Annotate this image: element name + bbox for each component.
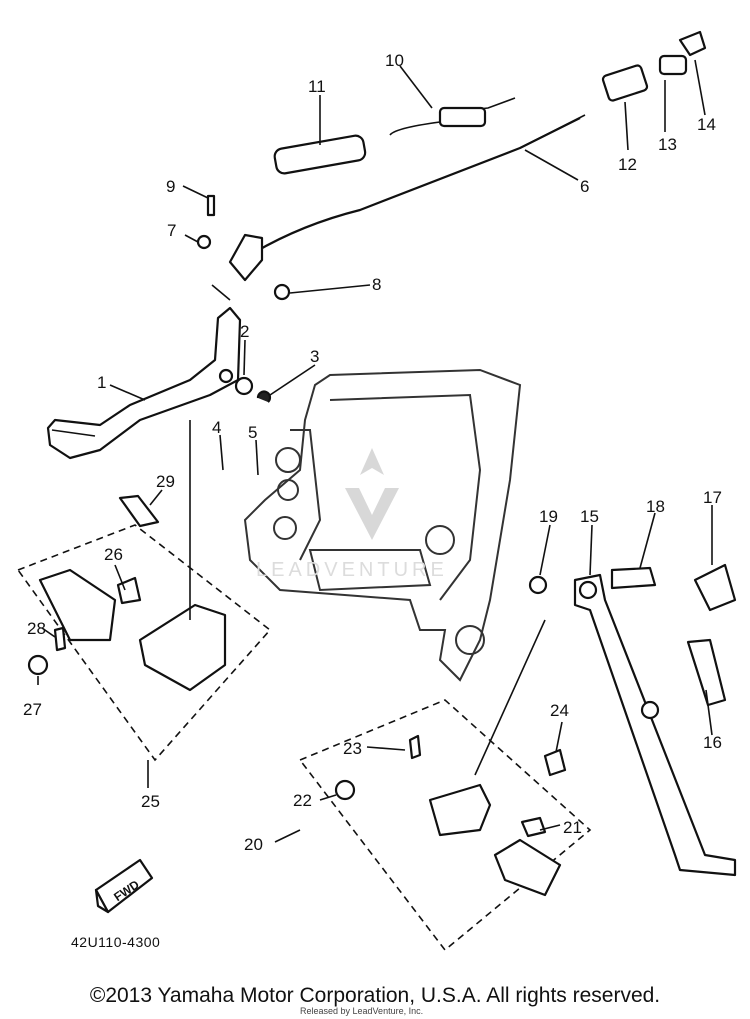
callout-19: 19 xyxy=(539,507,558,526)
rear-footrest xyxy=(298,699,592,952)
callout-10: 10 xyxy=(385,51,404,70)
cotter-pin xyxy=(256,390,272,403)
clevis xyxy=(196,194,291,301)
callout-13: 13 xyxy=(658,135,677,154)
callout-6: 6 xyxy=(580,177,589,196)
callout-17: 17 xyxy=(703,488,722,507)
sleeve xyxy=(273,134,367,175)
drawing-code: 42U110-4300 xyxy=(71,934,160,950)
fwd-arrow-icon: FWD xyxy=(94,858,154,914)
release-note: Released by LeadVenture, Inc. xyxy=(300,1006,424,1016)
frame xyxy=(243,368,522,682)
adjust-spring xyxy=(601,64,649,102)
callout-numbers: 1 2 3 4 5 6 7 8 9 10 11 12 13 14 15 16 1… xyxy=(23,51,722,854)
callout-23: 23 xyxy=(343,739,362,758)
collar xyxy=(528,575,548,595)
pin xyxy=(658,54,688,76)
callout-1: 1 xyxy=(97,373,106,392)
sidestand-spring xyxy=(686,638,727,707)
callout-5: 5 xyxy=(248,423,257,442)
callout-14: 14 xyxy=(697,115,716,134)
spring-hook xyxy=(693,563,737,612)
washer xyxy=(234,376,254,396)
sidestand xyxy=(573,573,737,877)
brake-pedal xyxy=(46,306,242,460)
callout-21: 21 xyxy=(563,818,582,837)
callout-28: 28 xyxy=(27,619,46,638)
callout-15: 15 xyxy=(580,507,599,526)
copyright-notice: ©2013 Yamaha Motor Corporation, U.S.A. A… xyxy=(89,984,661,1007)
callout-7: 7 xyxy=(167,221,176,240)
callout-3: 3 xyxy=(310,347,319,366)
callout-27: 27 xyxy=(23,700,42,719)
callout-18: 18 xyxy=(646,497,665,516)
callout-8: 8 xyxy=(372,275,381,294)
watermark-logo xyxy=(345,448,399,540)
callout-16: 16 xyxy=(703,733,722,752)
sidestand-bolt xyxy=(610,566,657,590)
callout-9: 9 xyxy=(166,177,175,196)
callout-2: 2 xyxy=(240,322,249,341)
callout-20: 20 xyxy=(244,835,263,854)
callout-29: 29 xyxy=(156,472,175,491)
callout-22: 22 xyxy=(293,791,312,810)
watermark-text: LEADVENTURE xyxy=(256,559,448,581)
callout-12: 12 xyxy=(618,155,637,174)
callout-26: 26 xyxy=(104,545,123,564)
leader-lines xyxy=(37,59,713,843)
return-spring xyxy=(389,97,516,136)
callout-4: 4 xyxy=(212,418,221,437)
brake-rod xyxy=(249,114,586,256)
callout-24: 24 xyxy=(550,701,569,720)
wing-nut xyxy=(678,30,707,57)
front-footrest xyxy=(16,494,272,762)
callout-11: 11 xyxy=(308,77,326,96)
callout-25: 25 xyxy=(141,792,160,811)
